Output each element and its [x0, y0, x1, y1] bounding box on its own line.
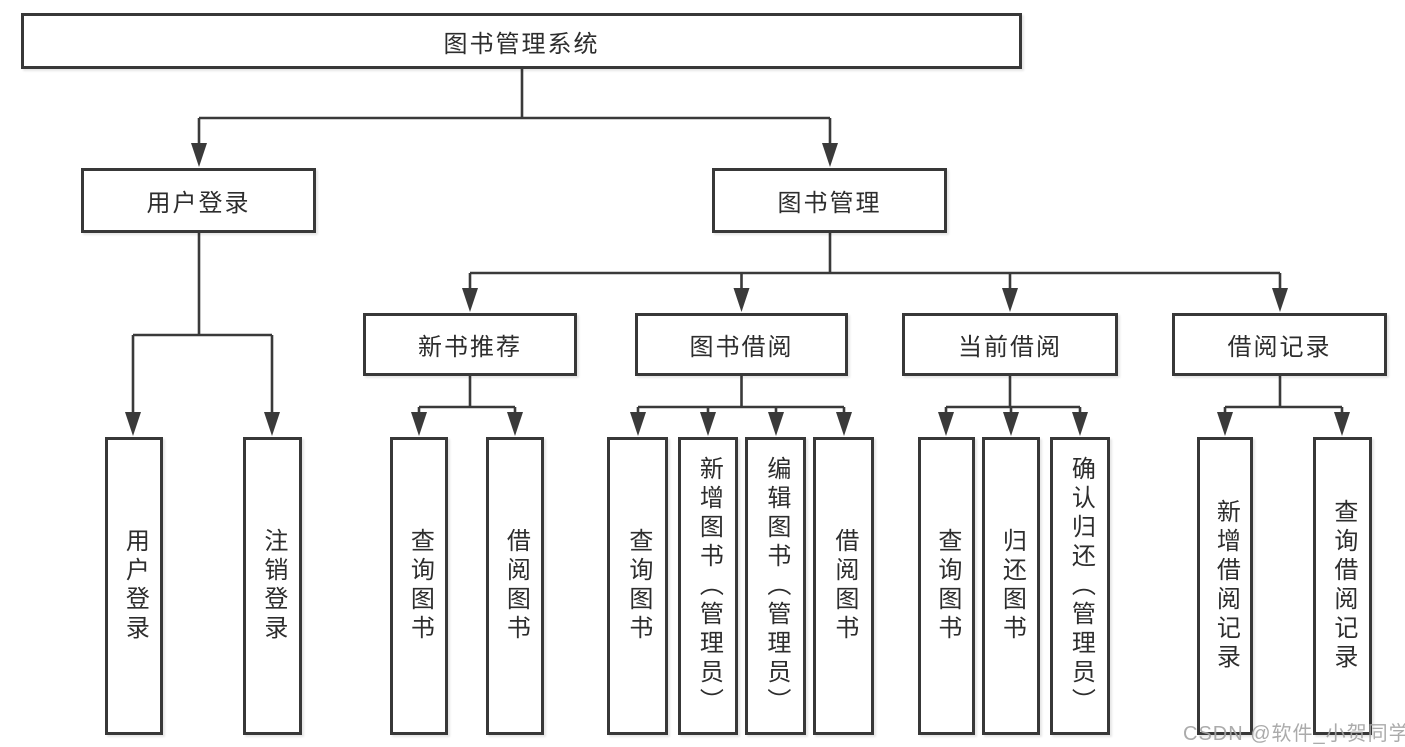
- connector-current-borrow-branch: [944, 376, 1082, 415]
- arrow-down-icon: [125, 412, 141, 436]
- arrow-down-icon: [1217, 412, 1233, 436]
- leaf-current-return-books: 归还图书: [982, 437, 1040, 735]
- arrow-down-icon: [700, 412, 716, 436]
- node-current-borrow: 当前借阅: [902, 313, 1118, 376]
- connector-lines: [131, 69, 1344, 415]
- node-label: 查询借阅记录: [1329, 499, 1357, 673]
- arrow-down-icon: [462, 288, 478, 312]
- node-label: 用户登录: [121, 528, 149, 644]
- arrow-down-icon: [1002, 288, 1018, 312]
- leaf-records-add-record: 新增借阅记录: [1197, 437, 1253, 735]
- node-label: 借阅图书: [830, 528, 858, 644]
- arrow-down-icon: [1272, 288, 1288, 312]
- node-book-borrow: 图书借阅: [635, 313, 848, 376]
- connector-book-management-branch: [468, 233, 1282, 291]
- arrow-down-icon: [768, 412, 784, 436]
- arrow-down-icon: [507, 412, 523, 436]
- connector-book-borrow-branch: [636, 376, 846, 415]
- node-label: 新增图书（管理员）: [695, 455, 723, 717]
- node-root-system: 图书管理系统: [21, 13, 1022, 69]
- leaf-borrow-edit-books-admin: 编辑图书（管理员）: [745, 437, 806, 735]
- node-borrow-records: 借阅记录: [1172, 313, 1387, 376]
- leaf-recommend-query-books: 查询图书: [390, 437, 448, 735]
- node-label: 图书借阅: [689, 334, 794, 361]
- node-label: 归还图书: [998, 528, 1026, 644]
- csdn-watermark: CSDN @软件_小贺同学: [1183, 723, 1405, 745]
- node-label: 查询图书: [624, 528, 652, 644]
- node-label: 借阅图书: [502, 528, 530, 644]
- node-label: 新书推荐: [418, 334, 522, 361]
- node-book-management: 图书管理: [712, 168, 947, 233]
- arrow-down-icon: [938, 412, 954, 436]
- leaf-records-query-record: 查询借阅记录: [1313, 437, 1372, 735]
- arrow-down-icon: [822, 143, 838, 167]
- connector-borrow-records-branch: [1223, 376, 1344, 415]
- node-label: 当前借阅: [958, 334, 1062, 361]
- node-label: 用户登录: [146, 190, 251, 217]
- arrow-down-icon: [836, 412, 852, 436]
- node-label: 查询图书: [933, 528, 961, 644]
- node-user-login: 用户登录: [81, 168, 316, 233]
- arrow-down-icon: [733, 288, 750, 312]
- node-label: 注销登录: [259, 528, 287, 644]
- leaf-borrow-add-books-admin: 新增图书（管理员）: [678, 437, 738, 735]
- leaf-user-login: 用户登录: [105, 437, 163, 735]
- arrowheads: [125, 143, 1350, 436]
- node-label: 图书管理系统: [443, 30, 600, 58]
- arrow-down-icon: [411, 412, 427, 436]
- arrow-down-icon: [191, 143, 207, 167]
- connector-root-to-level2: [197, 69, 832, 146]
- leaf-logout: 注销登录: [243, 437, 302, 735]
- node-label: 借阅记录: [1227, 334, 1332, 361]
- leaf-borrow-borrow-books: 借阅图书: [813, 437, 874, 735]
- leaf-borrow-query-books: 查询图书: [607, 437, 668, 735]
- node-new-book-recommend: 新书推荐: [363, 313, 577, 376]
- arrow-down-icon: [1334, 412, 1350, 436]
- node-label: 新增借阅记录: [1212, 499, 1240, 673]
- arrow-down-icon: [264, 412, 280, 436]
- node-label: 编辑图书（管理员）: [762, 455, 790, 717]
- connector-user-login-branch: [131, 233, 274, 415]
- arrow-down-icon: [1072, 412, 1088, 436]
- arrow-down-icon: [1003, 412, 1019, 436]
- arrow-down-icon: [630, 412, 646, 436]
- leaf-current-confirm-return-admin: 确认归还（管理员）: [1050, 437, 1110, 735]
- connector-new-book-branch: [417, 376, 517, 415]
- leaf-current-query-books: 查询图书: [918, 437, 975, 735]
- node-label: 查询图书: [406, 528, 434, 644]
- node-label: 确认归还（管理员）: [1067, 455, 1095, 717]
- node-label: 图书管理: [777, 190, 882, 217]
- leaf-recommend-borrow-books: 借阅图书: [486, 437, 544, 735]
